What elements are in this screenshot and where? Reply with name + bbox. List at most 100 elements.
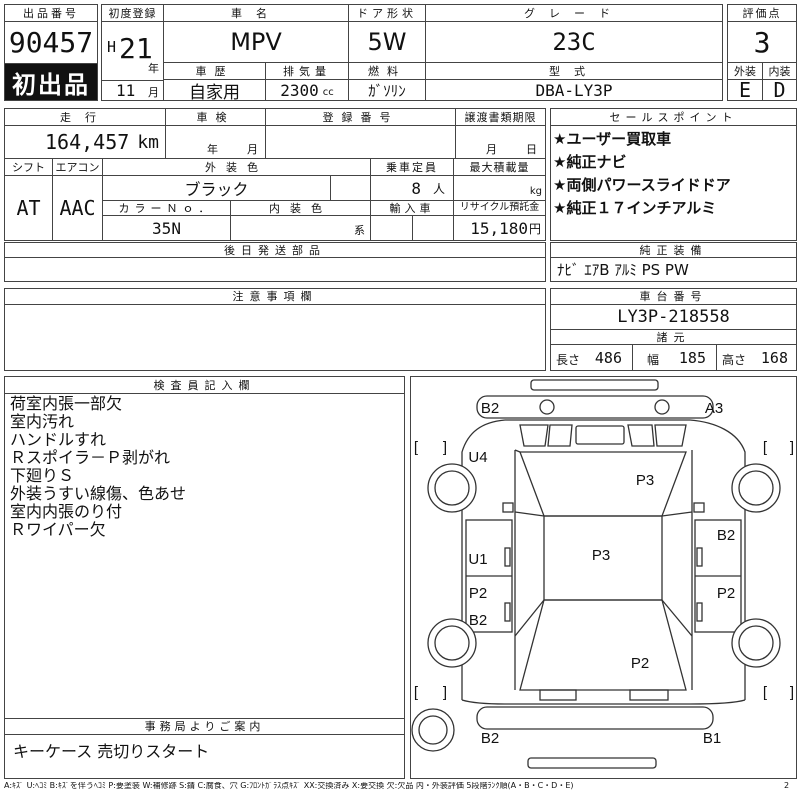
seating-capacity: 8 人 (370, 175, 454, 201)
inspector-note-line: 荷室内張一部欠 (10, 394, 123, 413)
inspector-note-line: 室内汚れ (10, 412, 75, 431)
parts-to-follow-label: 後日発送部品 (4, 242, 546, 258)
max-load-label: 最大積載量 (453, 158, 546, 176)
car-diagram-svg: B2 A3 U4 P3 U1 P3 B2 P2 B2 P2 P2 B2 B1 [… (411, 379, 794, 769)
sales-points-list: ★ユーザー買取車 ★純正ナビ ★両側パワースライドドア ★純正１７インチアルミ (553, 128, 731, 220)
inspector-note-line: ハンドルすれ (10, 430, 107, 449)
history-label: 車歴 (163, 62, 266, 80)
registration-era: H (107, 38, 117, 56)
registration-number-label: 登録番号 (265, 108, 456, 126)
exterior-color-label: 外装色 (102, 158, 371, 176)
damage-mark: A3 (705, 400, 723, 417)
deadline-day-unit: 日 (526, 143, 537, 156)
inspector-notes-label: 検査員記入欄 (4, 376, 405, 394)
history: 自家用 (163, 79, 266, 101)
damage-mark: B2 (481, 730, 499, 747)
wheels (411, 463, 781, 752)
door-type-label: ドア形状 (348, 4, 426, 22)
seating-capacity-value: 8 (411, 178, 421, 198)
recycle-deposit-value: 15,180 (470, 218, 528, 238)
inspector-note-line: Ｒワイパー欠 (10, 520, 106, 539)
max-load: kg (453, 175, 546, 201)
lot-number-label: 出品番号 (4, 4, 98, 22)
damage-mark: P3 (636, 472, 654, 489)
spec-length: 長さ 486 (550, 344, 633, 371)
notes-label: 注意事項欄 (4, 288, 546, 305)
month-unit: 月 (148, 86, 159, 99)
imported-label: 輸入車 (370, 200, 454, 216)
bracket-open: [ (763, 684, 768, 701)
bracket-open: [ (414, 684, 419, 701)
sales-points-box (550, 108, 797, 241)
damage-mark: P3 (592, 547, 610, 564)
office-notice: キーケース 売切りスタート (4, 734, 405, 779)
spec-width-label: 幅 (647, 353, 660, 367)
spec-height-value: 168 (760, 348, 788, 367)
year-unit: 年 (148, 62, 159, 75)
recycle-deposit: 15,180 円 (453, 215, 546, 241)
inspector-note-line: 下廻りＳ (10, 466, 75, 485)
seating-capacity-unit: 人 (432, 181, 445, 196)
model-code: DBA-LY3P (425, 79, 723, 101)
inspector-note-line: 外装うすい線傷、色あせ (10, 484, 187, 503)
inspection-year-unit: 年 (207, 143, 218, 156)
spec-length-value: 486 (594, 348, 622, 367)
bracket-open: [ (763, 439, 768, 456)
bracket-open: [ (414, 439, 419, 456)
displacement-value: 2300 (280, 80, 319, 100)
damage-mark: P2 (631, 655, 649, 672)
spec-height: 高さ 168 (716, 344, 797, 371)
aircon: AAC (52, 175, 103, 241)
inspection-label: 車検 (165, 108, 266, 126)
notes (4, 304, 546, 371)
fuel-label: 燃料 (348, 62, 426, 80)
mileage-unit: km (137, 131, 159, 153)
inspector-note-line: 室内内張のり付 (10, 502, 123, 521)
bracket-close: ] (790, 439, 794, 456)
car-name: MPV (163, 21, 349, 63)
mileage-value: 164,457 (45, 130, 130, 154)
interior-color: 系 (230, 215, 371, 241)
spec-height-label: 高さ (722, 353, 747, 367)
color-number: 35N (102, 215, 231, 241)
seating-capacity-label: 乗車定員 (370, 158, 454, 176)
exterior-score-label: 外装 (727, 62, 763, 80)
inspection-month-unit: 月 (247, 143, 258, 156)
spec-width-value: 185 (678, 348, 706, 367)
mileage-label: 走行 (4, 108, 166, 126)
aircon-label: エアコン (52, 158, 103, 176)
interior-score-label: 内装 (762, 62, 797, 80)
car-outline (461, 379, 746, 769)
registration-year: 21 (119, 32, 153, 65)
recycle-deposit-unit: 円 (528, 221, 541, 236)
factory-equipment: ﾅﾋﾞ ｴｱB ｱﾙﾐ PS PW (550, 257, 797, 282)
damage-mark: U1 (468, 551, 487, 568)
mileage: 164,457 km (4, 125, 166, 159)
sales-point-item: ★純正１７インチアルミ (553, 199, 717, 217)
sales-point-item: ★両側パワースライドドア (553, 176, 731, 194)
shift: AT (4, 175, 53, 241)
first-registration-year: H 21 年 (101, 21, 164, 81)
office-notice-label: 事務局よりご案内 (4, 718, 405, 735)
overall-score: 3 (727, 21, 797, 63)
imported-cell-left (370, 215, 413, 241)
sales-point-item: ★ユーザー買取車 (553, 130, 672, 148)
legend-text: A:ｷｽﾞ U:ﾍｺﾐ B:ｷｽﾞを伴うﾍｺﾐ P:要塗装 W:補修跡 S:錆 … (4, 782, 574, 790)
page-number: 2 (784, 781, 790, 790)
bracket-close: ] (443, 439, 447, 456)
inspector-notes-list: 荷室内張一部欠 室内汚れ ハンドルすれ Ｒスポイラ－Ｐ剥がれ 下廻りＳ 外装うす… (10, 395, 186, 539)
fuel: ｶﾞｿﾘﾝ (348, 79, 426, 101)
damage-mark: P2 (717, 585, 735, 602)
factory-equipment-label: 純正装備 (550, 242, 797, 258)
color-number-label: カラーＮｏ． (102, 200, 231, 216)
chassis-number: LY3P-218558 (550, 304, 797, 330)
damage-mark: B1 (703, 730, 721, 747)
interior-color-label: 内装色 (230, 200, 371, 216)
imported-cell-right (412, 215, 454, 241)
damage-mark: P2 (469, 585, 487, 602)
displacement: 2300 cc (265, 79, 349, 101)
model-code-label: 型式 (425, 62, 723, 80)
exterior-score: E (727, 79, 763, 101)
interior-color-suffix: 系 (354, 224, 365, 237)
first-registration-month: 11 月 (101, 80, 164, 101)
